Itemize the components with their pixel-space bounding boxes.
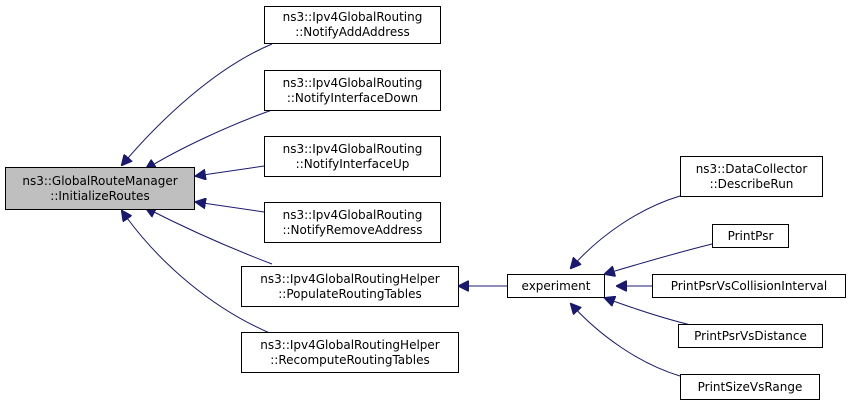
node-label-line1: ns3::Ipv4GlobalRouting bbox=[282, 10, 423, 24]
node-notify-remove-address[interactable]: ns3::Ipv4GlobalRouting ::NotifyRemoveAdd… bbox=[264, 202, 441, 243]
node-label-line2: ::NotifyAddAddress bbox=[295, 25, 410, 39]
edge-print-psr-vs-distance-to-experiment bbox=[605, 298, 696, 327]
node-label-line2: ::NotifyRemoveAddress bbox=[282, 222, 423, 237]
edge-notify-add-address-to-root bbox=[122, 43, 273, 165]
node-label-line2: ::NotifyInterfaceDown bbox=[286, 90, 419, 105]
node-experiment[interactable]: experiment bbox=[507, 274, 605, 298]
node-label-line1: ns3::Ipv4GlobalRouting bbox=[282, 207, 423, 222]
edge-print-psr-to-experiment bbox=[605, 243, 713, 274]
node-label: PrintSizeVsRange bbox=[697, 379, 803, 394]
edge-populate-routing-tables-to-root bbox=[146, 208, 273, 265]
node-notify-interface-up[interactable]: ns3::Ipv4GlobalRouting ::NotifyInterface… bbox=[264, 136, 441, 177]
node-print-psr[interactable]: PrintPsr bbox=[712, 224, 789, 248]
node-label-line1: ns3::Ipv4GlobalRouting bbox=[282, 141, 423, 156]
node-label-line1: ns3::DataCollector bbox=[695, 161, 808, 176]
edge-notify-interface-up-to-root bbox=[196, 165, 265, 176]
node-label: PrintPsr bbox=[727, 228, 774, 243]
node-label-line1: ns3::Ipv4GlobalRoutingHelper bbox=[260, 271, 440, 286]
node-data-collector-describe-run[interactable]: ns3::DataCollector ::DescribeRun bbox=[680, 156, 823, 197]
node-label-line2: ::PopulateRoutingTables bbox=[278, 286, 422, 301]
node-recompute-routing-tables[interactable]: ns3::Ipv4GlobalRoutingHelper ::Recompute… bbox=[241, 332, 459, 373]
edge-notify-interface-down-to-root bbox=[146, 109, 273, 169]
node-label-line2: ::NotifyInterfaceUp bbox=[295, 156, 410, 171]
node-label-line1: ns3::Ipv4GlobalRouting bbox=[282, 75, 423, 90]
edge-describe-run-to-experiment bbox=[571, 195, 681, 268]
node-label-line2: ::DescribeRun bbox=[709, 176, 794, 191]
node-populate-routing-tables[interactable]: ns3::Ipv4GlobalRoutingHelper ::PopulateR… bbox=[241, 266, 459, 307]
node-label: experiment bbox=[521, 278, 591, 293]
edge-recompute-routing-tables-to-root bbox=[122, 211, 273, 335]
node-label: PrintPsrVsCollisionInterval bbox=[670, 278, 828, 293]
edge-print-size-vs-range-to-experiment bbox=[571, 304, 681, 377]
node-notify-interface-down[interactable]: ns3::Ipv4GlobalRouting ::NotifyInterface… bbox=[264, 70, 441, 111]
node-notify-add-address[interactable]: ns3::Ipv4GlobalRouting ::NotifyAddAddres… bbox=[264, 6, 441, 44]
node-label: PrintPsrVsDistance bbox=[694, 328, 807, 343]
node-print-size-vs-range[interactable]: PrintSizeVsRange bbox=[680, 374, 820, 400]
node-print-psr-vs-collision-interval[interactable]: PrintPsrVsCollisionInterval bbox=[652, 274, 846, 298]
node-label-line1: ns3::GlobalRouteManager bbox=[22, 173, 178, 188]
node-label-line2: ::RecomputeRoutingTables bbox=[270, 352, 430, 367]
edge-notify-remove-address-to-root bbox=[196, 202, 265, 213]
node-label-line1: ns3::Ipv4GlobalRoutingHelper bbox=[260, 337, 440, 352]
node-print-psr-vs-distance[interactable]: PrintPsrVsDistance bbox=[678, 324, 823, 348]
node-label-line2: ::InitializeRoutes bbox=[50, 188, 150, 203]
node-global-route-manager-initialize-routes: ns3::GlobalRouteManager ::InitializeRout… bbox=[5, 167, 195, 210]
